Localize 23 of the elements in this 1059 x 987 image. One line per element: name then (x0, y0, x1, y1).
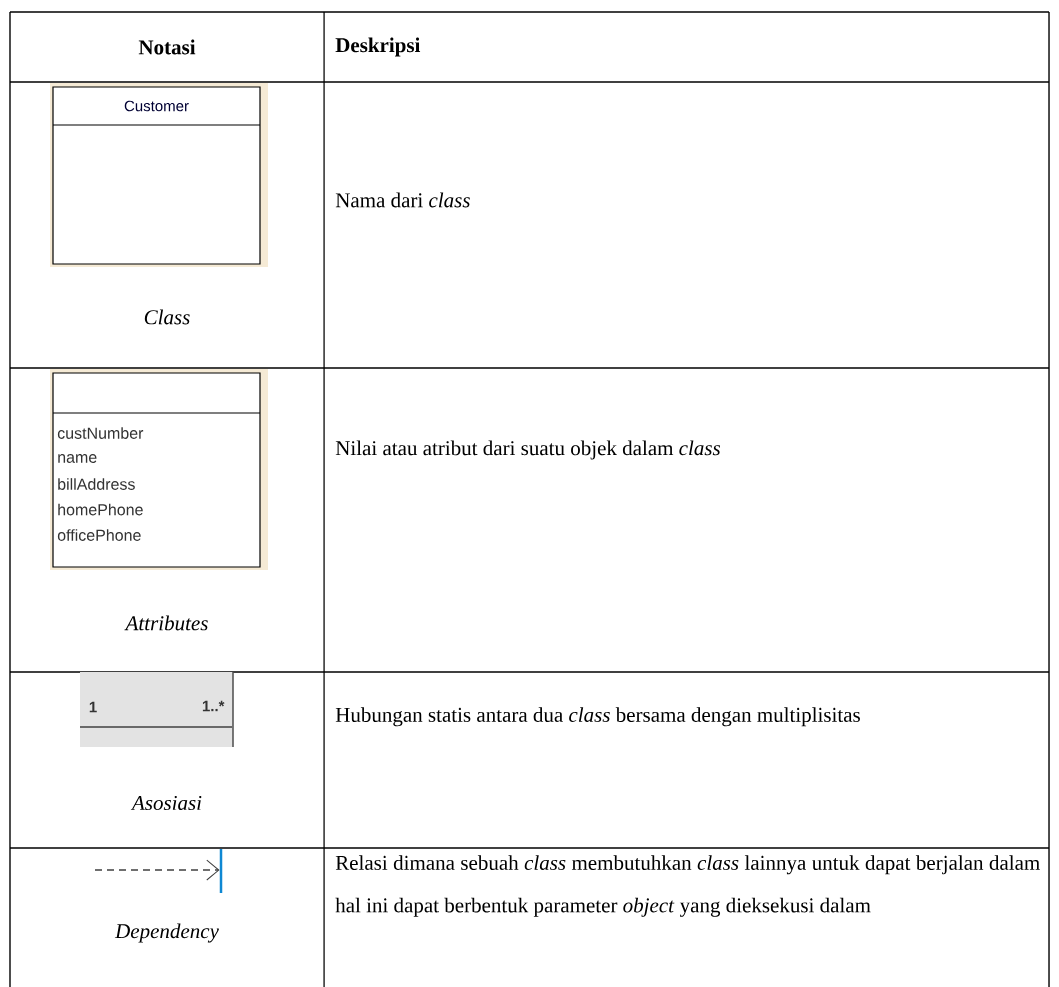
notation-name: Attributes (124, 615, 208, 631)
attribute-text: homePhone (58, 503, 143, 516)
class-box (50, 369, 268, 570)
attribute-text: custNumber (57, 427, 144, 439)
notation-name: Class (144, 309, 190, 325)
description-text: Nilai atau atribut dari suatu objek dalam class (335, 440, 721, 460)
column-header: Notasi (138, 39, 196, 55)
vertical-bar (219, 849, 223, 893)
column-header: Deskripsi (335, 37, 421, 57)
description-text: Relasi dimana sebuah class membutuhkan class lainnya untuk dapat berjalan dalam hal ini dapat berbentuk parameter object yang dieksekusi dalam (335, 855, 1040, 917)
multiplicity: 1 (89, 701, 97, 713)
class-box (50, 83, 268, 267)
notation-name: Asosiasi (130, 795, 202, 811)
attribute-text: name (58, 454, 97, 463)
description-text: Hubungan statis antara dua class bersama dengan multiplisitas (335, 707, 860, 727)
association-line (79, 726, 233, 728)
description-text: Nama dari class (335, 192, 470, 208)
dependency-arrow (94, 859, 220, 881)
attribute-text: billAddress (58, 478, 135, 490)
attribute-text: officePhone (57, 529, 141, 541)
multiplicity: 1..* (202, 700, 225, 712)
notation-name: Dependency (114, 923, 219, 943)
class-name: Customer (124, 100, 189, 112)
